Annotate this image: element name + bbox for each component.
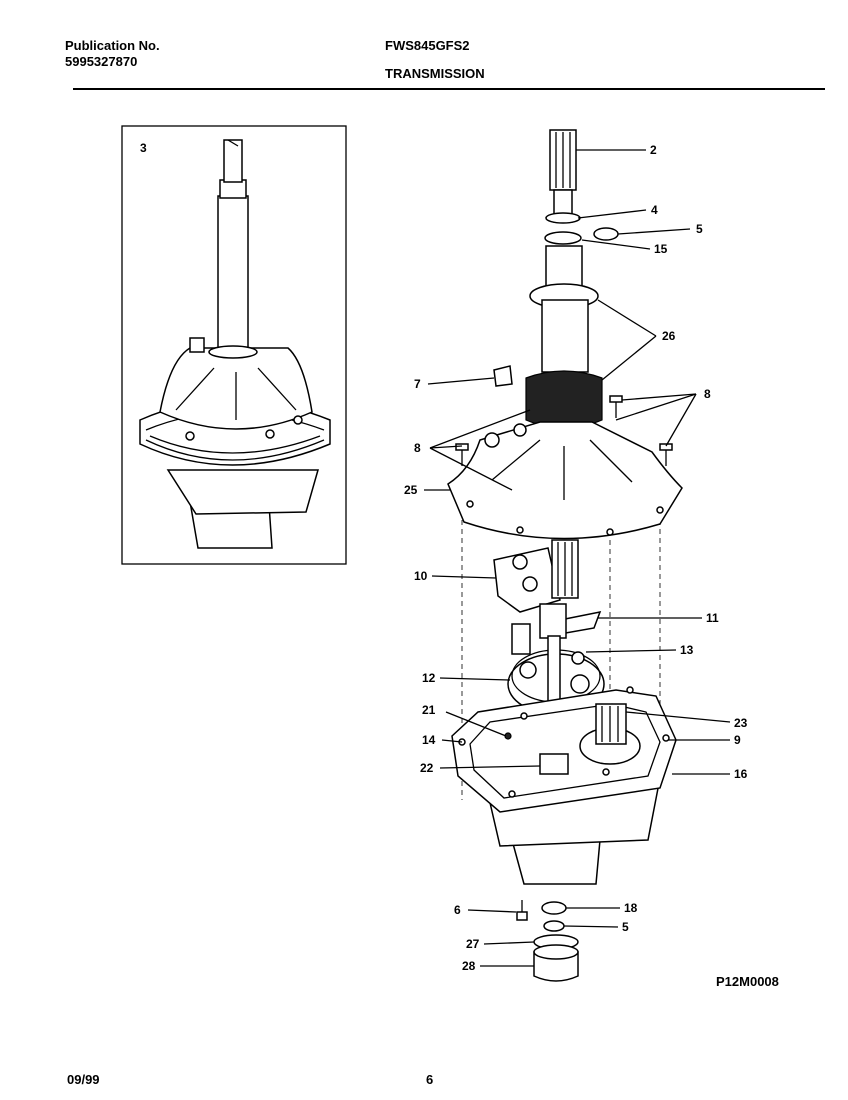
callout-23: 23 bbox=[734, 716, 748, 730]
part-2-spline-shaft bbox=[549, 129, 577, 223]
callout-28: 28 bbox=[462, 959, 476, 973]
callout-6: 6 bbox=[454, 903, 461, 917]
callout-4: 4 bbox=[651, 203, 658, 217]
callout-22: 22 bbox=[420, 761, 434, 775]
callout-15: 15 bbox=[654, 242, 668, 256]
part-9-gear bbox=[579, 703, 641, 765]
callout-12: 12 bbox=[422, 671, 436, 685]
callout-11: 11 bbox=[706, 611, 719, 625]
callout-3: 3 bbox=[140, 141, 147, 155]
callout-18: 18 bbox=[624, 901, 638, 915]
part-10-gear-plate bbox=[493, 539, 579, 613]
callout-7: 7 bbox=[414, 377, 421, 391]
publication-label: Publication No. bbox=[65, 38, 160, 53]
callout-13: 13 bbox=[680, 643, 694, 657]
part-6-screw bbox=[516, 900, 528, 921]
part-5-oring-lower bbox=[543, 920, 565, 932]
header-rule bbox=[73, 88, 825, 90]
part-16-lower-housing bbox=[451, 686, 677, 885]
part-18-ring bbox=[541, 901, 567, 915]
part-7-plug bbox=[493, 365, 513, 387]
callout-26: 26 bbox=[662, 329, 676, 343]
publication-number: 5995327870 bbox=[65, 54, 138, 69]
part-28-sleeve bbox=[533, 951, 579, 982]
part-4-ring bbox=[545, 212, 581, 224]
callout-5-lower: 5 bbox=[622, 920, 629, 934]
part-26-seal-lower bbox=[525, 370, 603, 429]
callout-8-left: 8 bbox=[414, 441, 421, 455]
page-number: 6 bbox=[426, 1072, 434, 1087]
callout-27: 27 bbox=[466, 937, 480, 951]
callout-9: 9 bbox=[734, 733, 741, 747]
part-5-oring-upper bbox=[593, 227, 619, 241]
callout-2: 2 bbox=[650, 143, 657, 157]
model-number: FWS845GFS2 bbox=[385, 38, 470, 53]
assembled-transmission-illustration bbox=[139, 139, 331, 549]
part-13-post bbox=[511, 623, 531, 655]
diagram-code: P12M0008 bbox=[716, 974, 779, 989]
central-pinion bbox=[539, 603, 567, 639]
part-15-seal bbox=[544, 231, 582, 245]
leader-lines bbox=[424, 149, 731, 967]
callout-25: 25 bbox=[404, 483, 418, 497]
callout-16: 16 bbox=[734, 767, 748, 781]
callout-5-upper: 5 bbox=[696, 222, 703, 236]
callout-8-right: 8 bbox=[704, 387, 711, 401]
part-25-cover bbox=[447, 421, 683, 540]
callout-14: 14 bbox=[422, 733, 436, 747]
section-title: TRANSMISSION bbox=[385, 66, 485, 81]
footer-date: 09/99 bbox=[67, 1072, 100, 1087]
part-22-pinion bbox=[539, 753, 569, 775]
inset-frame bbox=[121, 125, 347, 565]
callout-10: 10 bbox=[414, 569, 428, 583]
callout-21: 21 bbox=[422, 703, 436, 717]
